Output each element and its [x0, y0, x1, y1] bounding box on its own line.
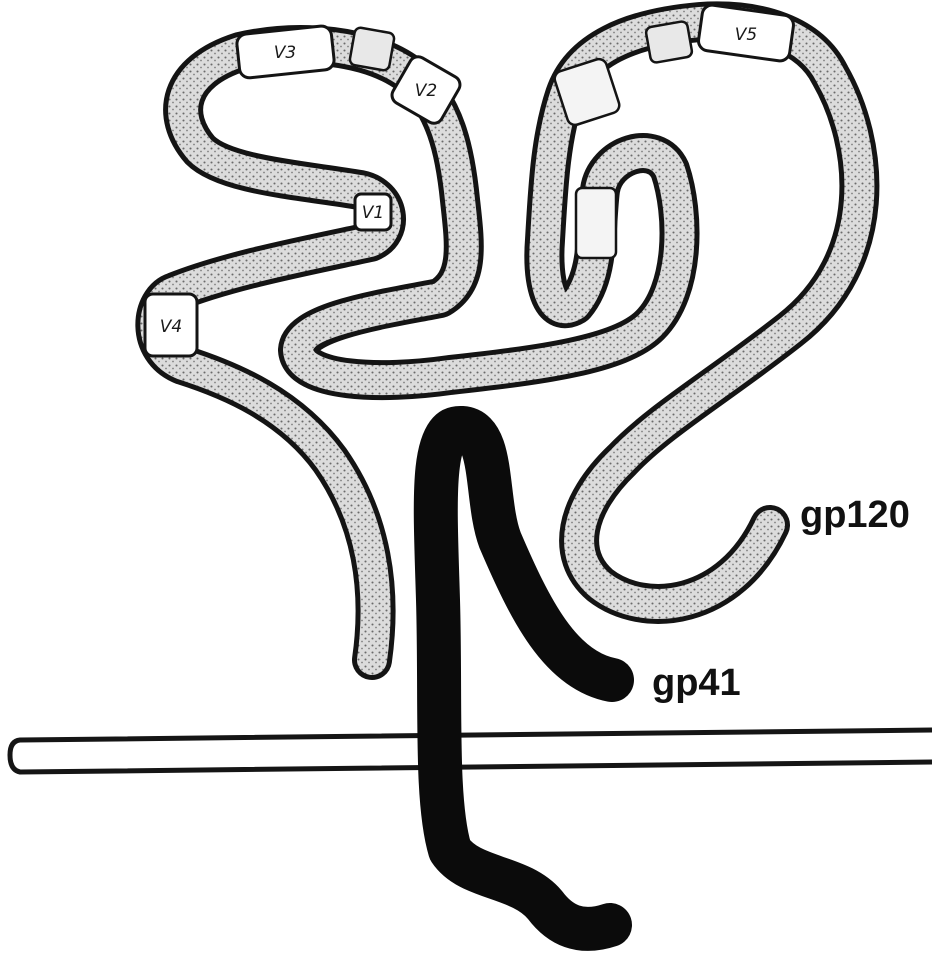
- region-v3: V3: [236, 25, 335, 79]
- region-v5-label: V5: [735, 25, 757, 45]
- region-v4-label: V4: [160, 317, 182, 337]
- gp120-label: gp120: [800, 494, 910, 536]
- membrane: [10, 730, 932, 772]
- region-v4: V4: [145, 294, 197, 356]
- membrane-bar: [10, 730, 932, 772]
- region-v2-label: V2: [415, 81, 437, 101]
- region-v1: V1: [355, 194, 391, 230]
- region-v1-label: V1: [362, 203, 384, 223]
- gp41-label: gp41: [652, 662, 741, 704]
- region-v3-label: V3: [274, 43, 296, 63]
